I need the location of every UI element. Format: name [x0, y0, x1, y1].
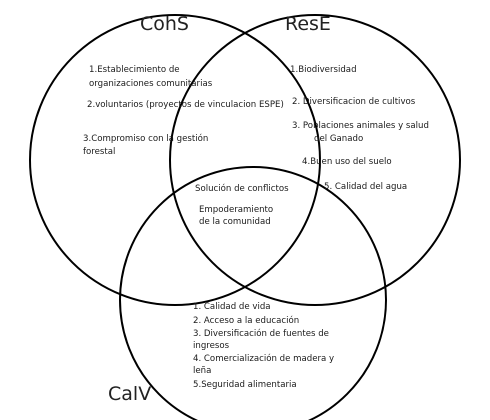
calv-item-4: 4. Comercialización de madera y: [193, 353, 334, 364]
cohs-item-3: 3.Compromiso con la gestión: [83, 133, 208, 144]
calv-item-1: 1. Calidad de vida: [193, 302, 271, 312]
cohs-item-3-cont: forestal: [83, 147, 115, 157]
cohs-item-1-cont: organizaciones comunitarias: [89, 79, 213, 89]
center-item-2: Empoderamiento: [199, 205, 273, 215]
rese-item-1: 1.Biodiversidad: [290, 65, 357, 75]
rese-title: ResE: [285, 13, 331, 35]
calv-item-3-cont: ingresos: [193, 341, 230, 351]
center-item-2-cont: de la comunidad: [199, 217, 271, 227]
rese-circle: [169, 14, 461, 306]
rese-item-4: 4.Buen uso del suelo: [302, 157, 392, 167]
calv-item-3: 3. Diversificación de fuentes de: [193, 328, 329, 339]
center-item-1: Solución de conflictos: [195, 183, 289, 194]
calv-circle: [119, 166, 387, 420]
rese-item-3: 3. Poblaciones animales y salud: [292, 121, 429, 131]
rese-item-3-cont: del Ganado: [314, 134, 363, 144]
calv-item-4-cont: leña: [193, 366, 211, 376]
cohs-item-1: 1.Establecimiento de: [89, 65, 180, 75]
calv-item-5: 5.Seguridad alimentaria: [193, 380, 297, 390]
cohs-circle: [29, 14, 321, 306]
rese-item-2: 2. Diversificacion de cultivos: [292, 97, 416, 107]
calv-item-2: 2. Acceso a la educación: [193, 315, 299, 326]
cohs-title: CohS: [140, 13, 189, 35]
calv-title: CalV: [108, 383, 151, 405]
cohs-item-2: 2.voluntarios (proyectos de vinculacion …: [87, 100, 284, 110]
rese-item-5: 5. Calidad del agua: [324, 182, 407, 192]
